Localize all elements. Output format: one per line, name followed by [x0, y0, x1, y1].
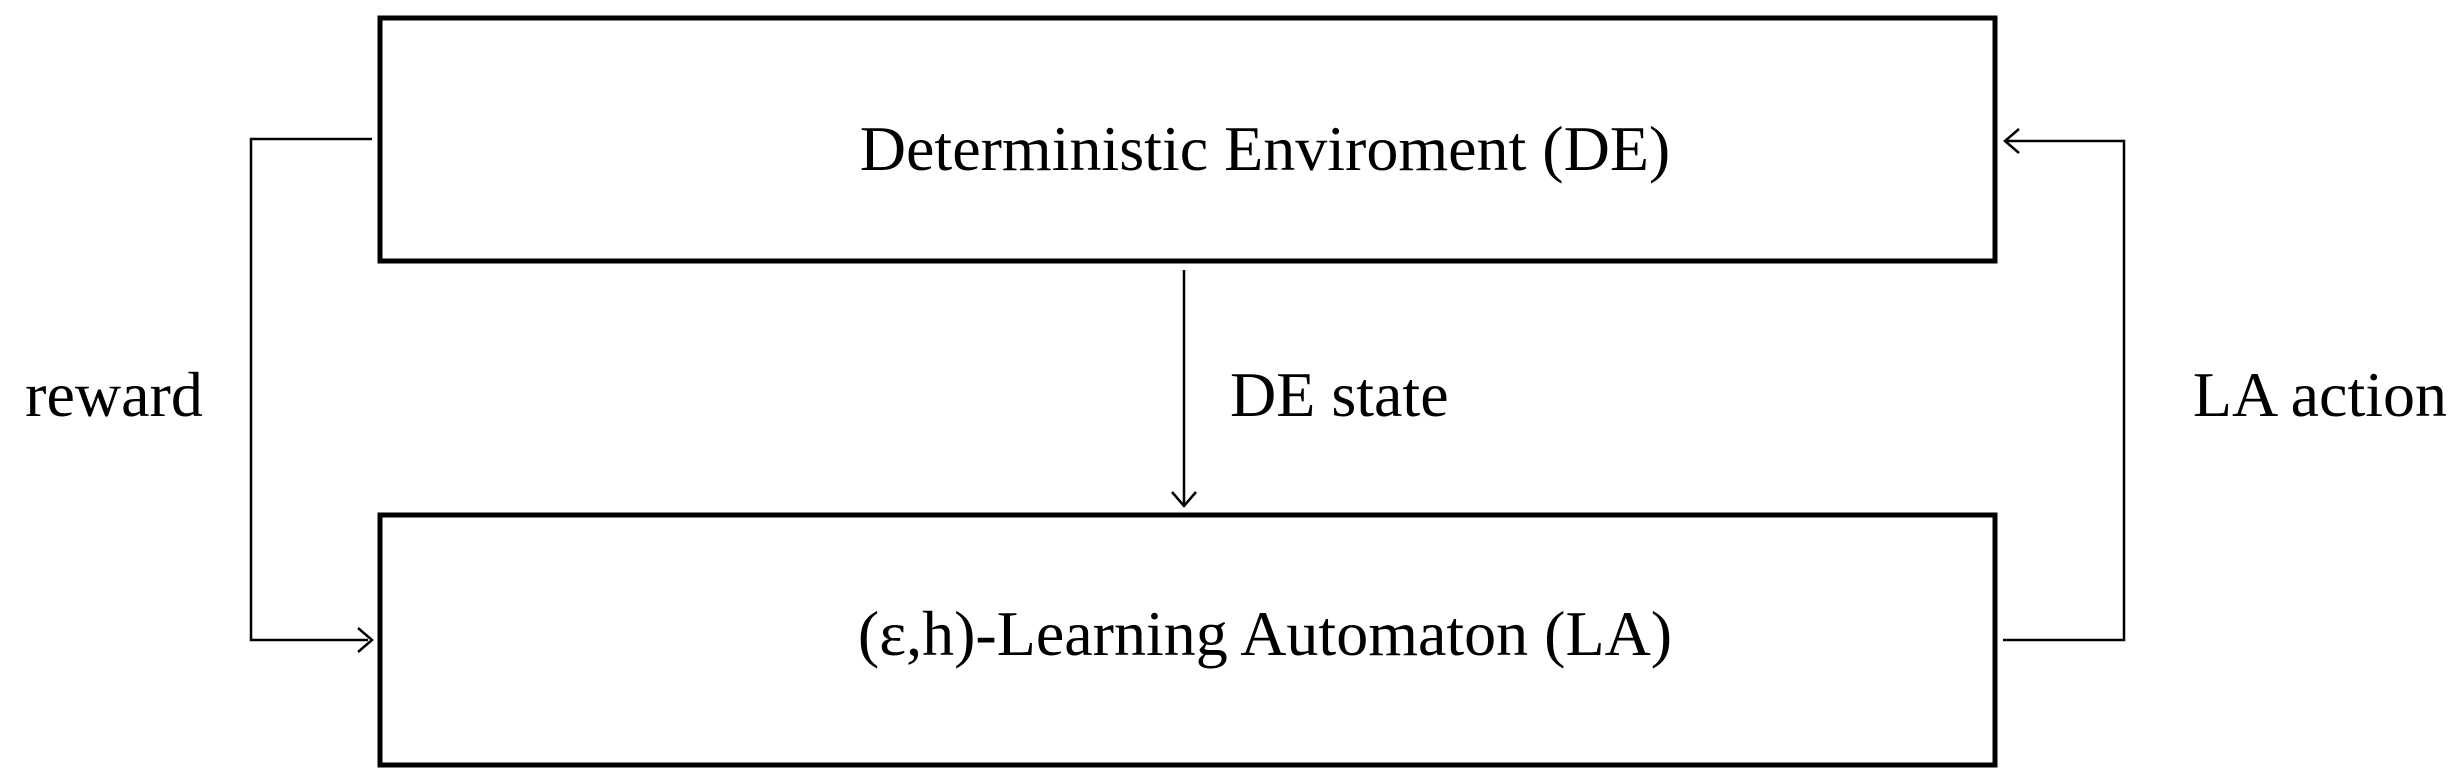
- action-label: LA action: [2193, 359, 2447, 430]
- reward-arrowhead: [357, 627, 374, 653]
- action-connector: [2003, 139, 2126, 642]
- reward-label: reward: [25, 359, 203, 430]
- automaton-box: [377, 512, 1998, 768]
- automaton-label: (ε,h)-Learning Automaton (LA): [858, 598, 1672, 669]
- state-edge: DE state: [1171, 270, 1449, 508]
- environment-node: Deterministic Enviroment (DE): [377, 15, 1998, 264]
- automaton-node: (ε,h)-Learning Automaton (LA): [377, 512, 1998, 768]
- action-arrowhead: [2003, 128, 2020, 154]
- environment-label: Deterministic Enviroment (DE): [860, 113, 1670, 184]
- action-edge: LA action: [2003, 128, 2447, 642]
- reward-connector: [249, 137, 372, 642]
- state-arrowhead: [1171, 491, 1197, 508]
- environment-box: [377, 15, 1998, 264]
- reward-edge: reward: [25, 137, 374, 653]
- state-label: DE state: [1230, 359, 1449, 430]
